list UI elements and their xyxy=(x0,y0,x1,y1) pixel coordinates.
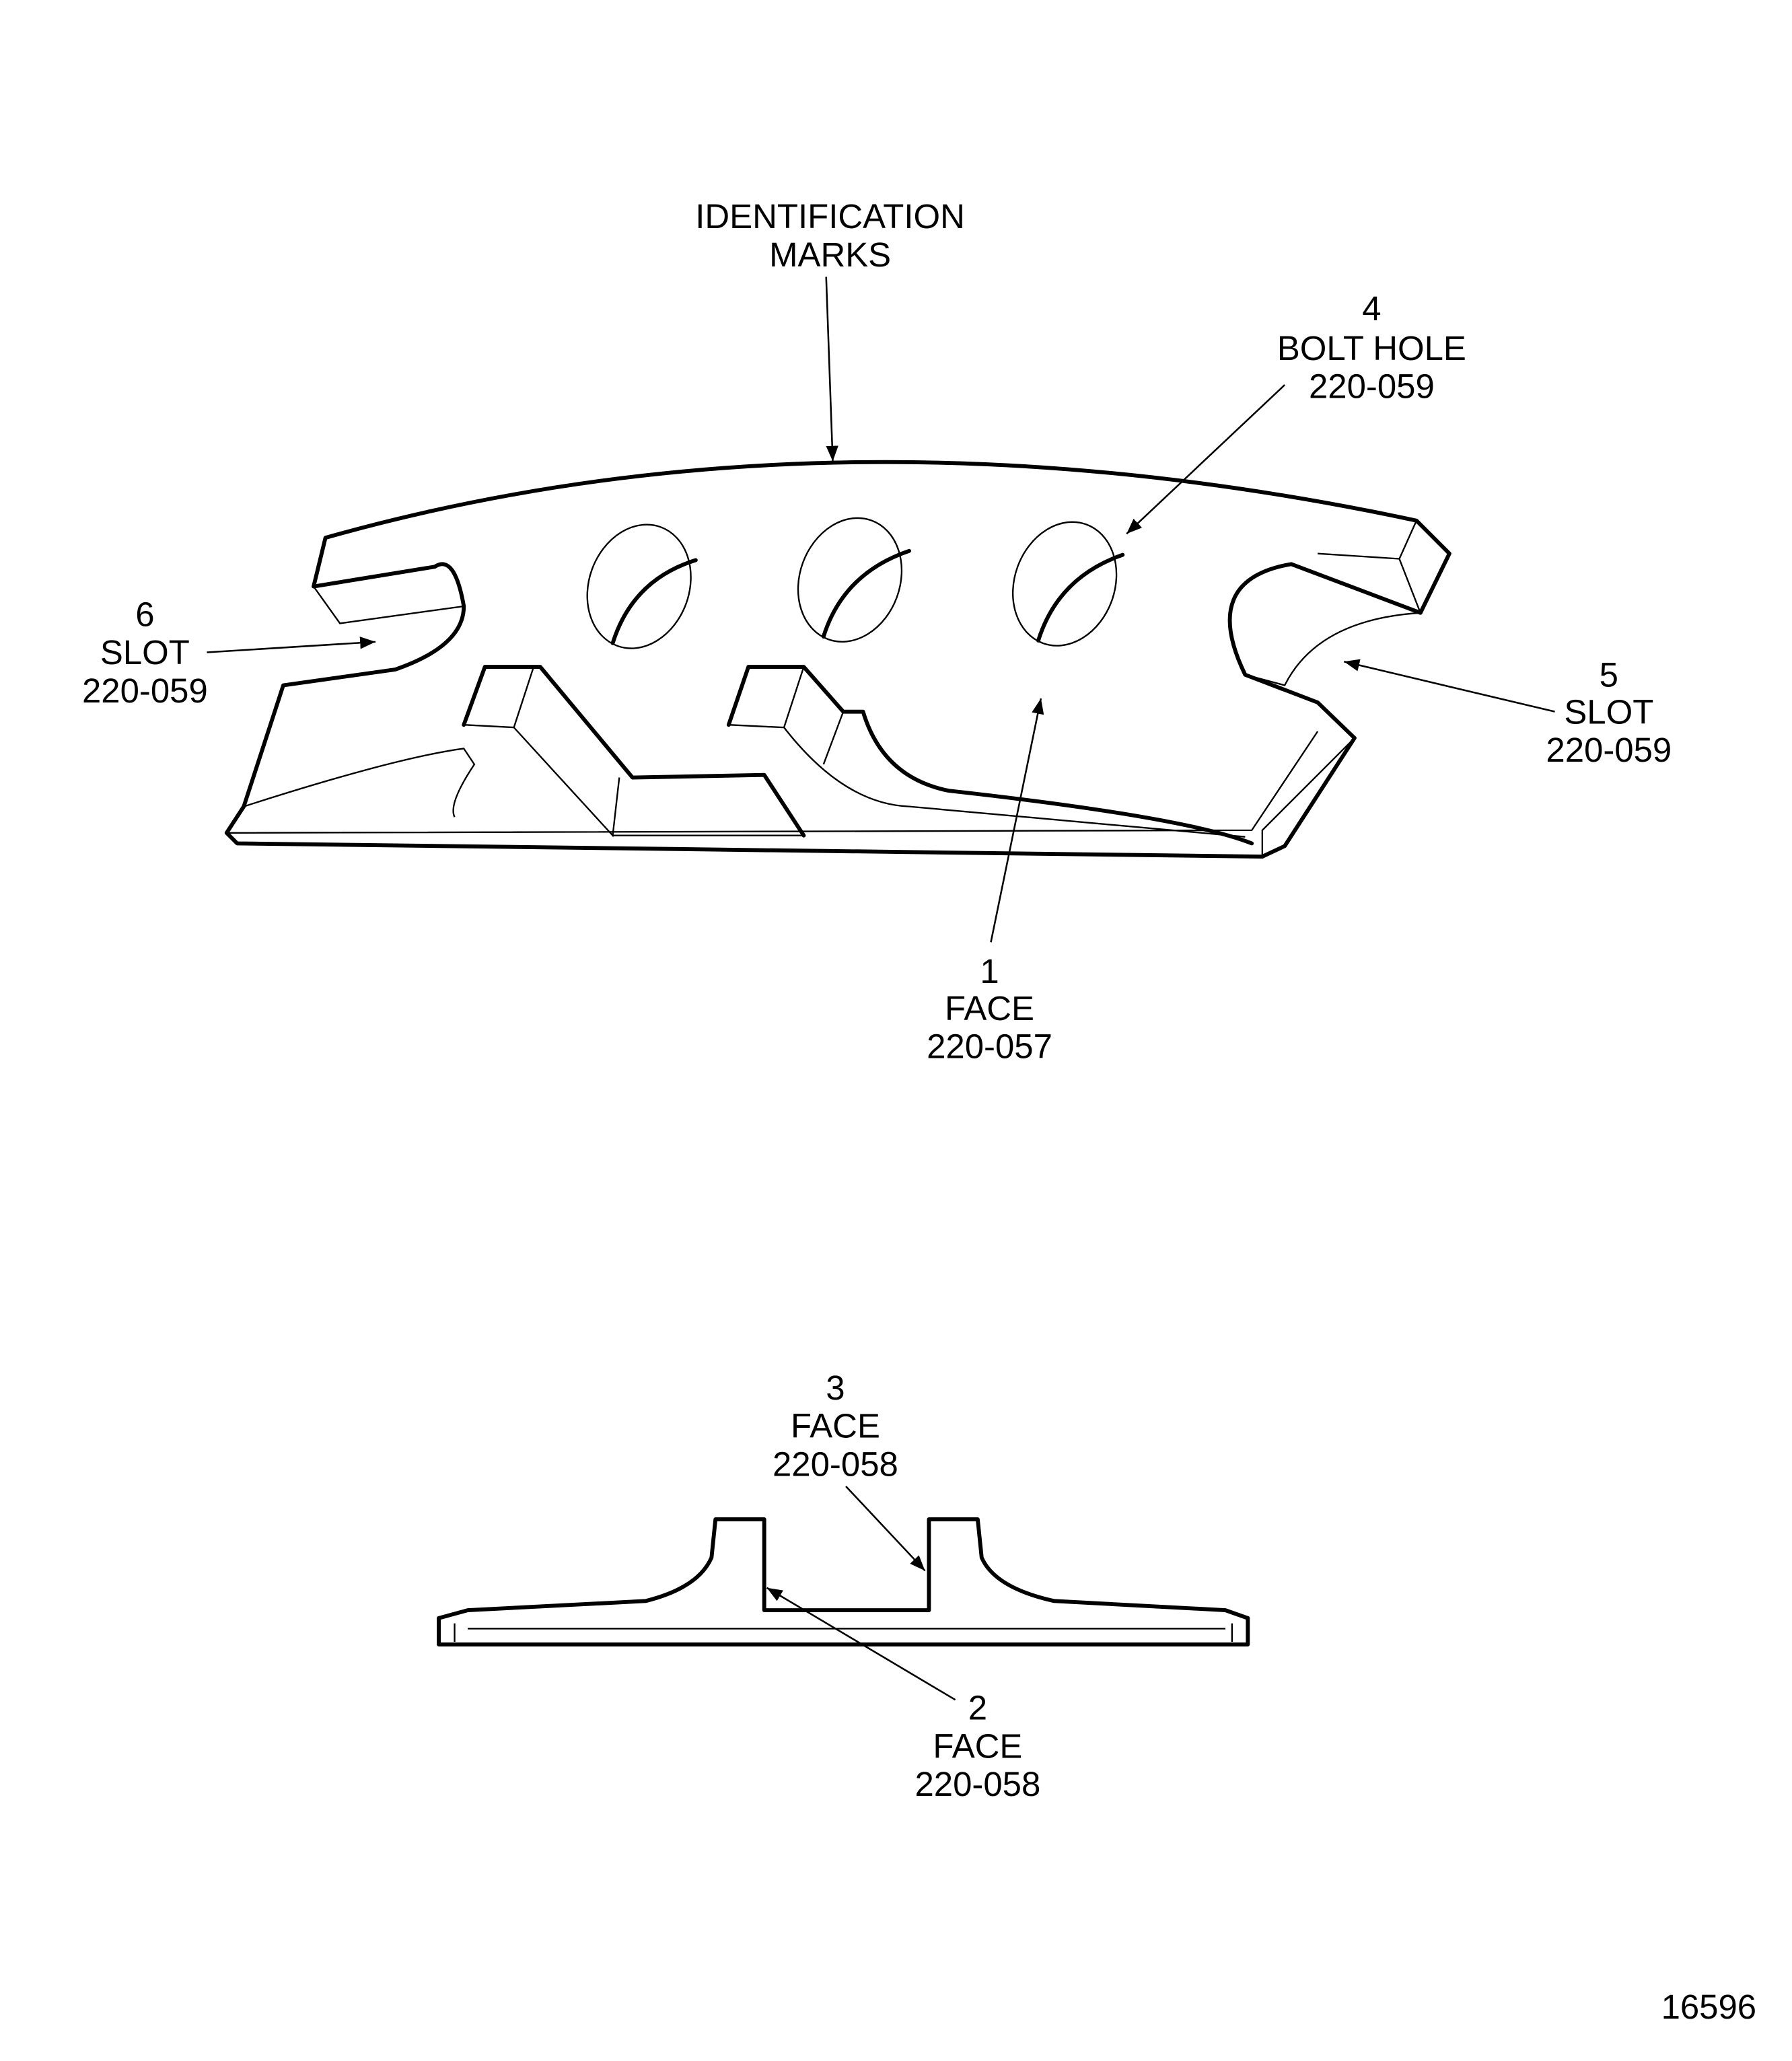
callout-code: 220-059 xyxy=(1546,731,1672,769)
leader-slot-right xyxy=(1343,659,1555,713)
callout-number: 2 xyxy=(968,1689,987,1727)
callout-number: 5 xyxy=(1600,655,1618,694)
figure-number: 16596 xyxy=(1661,1988,1757,2026)
leader-face-3 xyxy=(845,1486,926,1572)
bolt-hole-2 xyxy=(797,517,912,643)
callout-code: 220-059 xyxy=(1309,367,1435,406)
leader-face-1 xyxy=(990,698,1044,943)
label-line: IDENTIFICATION xyxy=(695,197,965,236)
label-slot-left: 6 SLOT 220-059 xyxy=(82,595,208,710)
bolt-hole-1 xyxy=(586,523,698,649)
label-line: MARKS xyxy=(769,236,891,274)
callout-name: FACE xyxy=(933,1727,1022,1765)
callout-number: 4 xyxy=(1362,289,1381,328)
leader-slot-left xyxy=(207,637,376,653)
callout-code: 220-057 xyxy=(927,1027,1052,1066)
callout-name: BOLT HOLE xyxy=(1277,329,1466,367)
callout-code: 220-058 xyxy=(915,1765,1040,1803)
callout-code: 220-059 xyxy=(82,672,208,710)
callout-name: SLOT xyxy=(100,633,190,672)
label-identification-marks: IDENTIFICATION MARKS xyxy=(695,197,965,274)
leader-lines xyxy=(207,277,1555,1701)
bolt-hole-3 xyxy=(1012,521,1125,647)
label-slot-right: 5 SLOT 220-059 xyxy=(1546,655,1672,769)
label-bolt-hole: 4 BOLT HOLE 220-059 xyxy=(1277,289,1466,406)
leader-identification xyxy=(825,277,838,462)
callout-code: 220-058 xyxy=(773,1445,898,1483)
side-profile-view xyxy=(437,1517,1250,1647)
callout-number: 1 xyxy=(980,952,999,990)
leader-face-2 xyxy=(766,1587,956,1701)
callout-name: SLOT xyxy=(1564,692,1653,731)
label-face-3: 3 FACE 220-058 xyxy=(773,1369,898,1484)
callout-number: 3 xyxy=(826,1369,845,1407)
label-face-2: 2 FACE 220-058 xyxy=(915,1689,1040,1804)
callout-name: FACE xyxy=(791,1407,880,1445)
callout-number: 6 xyxy=(135,595,154,633)
callout-name: FACE xyxy=(945,989,1034,1027)
leader-bolt-hole xyxy=(1126,384,1286,535)
label-face-1: 1 FACE 220-057 xyxy=(927,952,1052,1066)
isometric-part-view xyxy=(224,460,1451,859)
